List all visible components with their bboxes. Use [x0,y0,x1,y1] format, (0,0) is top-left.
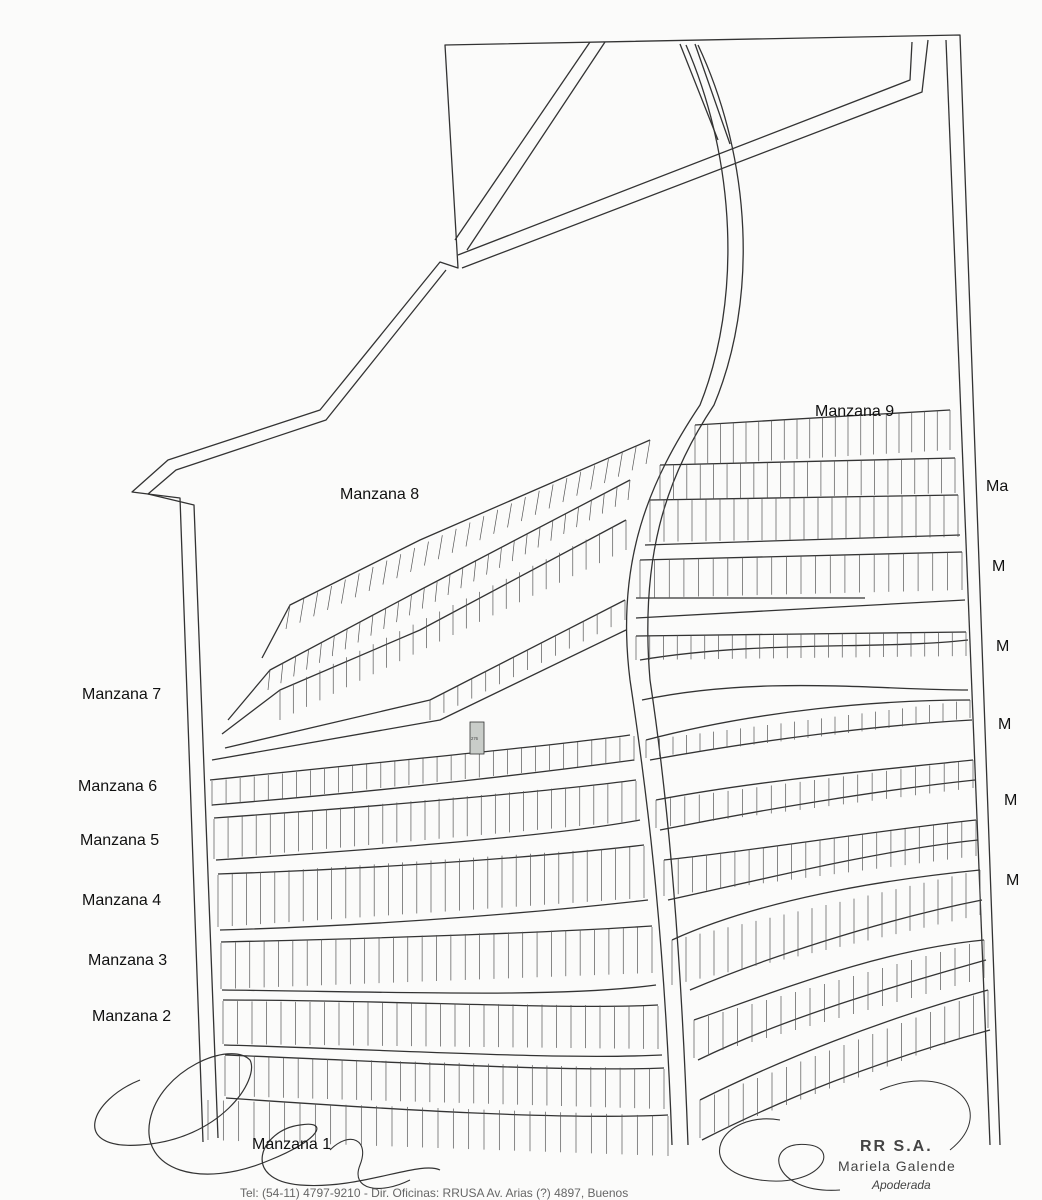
lot-line [548,484,554,509]
right-label-3: M [998,716,1012,733]
stamp-company: RR S.A. [860,1138,933,1155]
lot-line [285,604,291,630]
label-manzana-9: Manzana 9 [815,403,895,420]
right-boundary-inner [945,39,991,1146]
lot-line [434,581,438,602]
lot-line [409,595,412,616]
label-manzana-2: Manzana 2 [92,1008,172,1025]
lot-line [267,669,271,691]
lot-line [499,547,502,568]
lot-line [299,598,305,623]
right-label-4: M [1004,792,1018,809]
lot-line [604,458,609,484]
lot-line [421,588,425,609]
lot-line [383,608,387,629]
lot-line [645,439,651,465]
lot-line [344,629,348,650]
lot-line [306,649,309,670]
central-road-west [625,44,729,1146]
lot-line [327,585,332,611]
lot-line [562,478,568,503]
lot-line [396,554,402,579]
lot-line [357,622,361,643]
lot-line [550,520,554,541]
lot-line [341,579,346,604]
property-boundary [131,34,1001,1146]
lot-line [563,513,567,534]
lot-line [473,561,477,582]
lot-line [437,535,443,560]
inner-boundary [147,269,447,1139]
north-road-2 [461,39,929,269]
highlighted-lot [469,721,485,755]
footer-text: Tel: (54-11) 4797-9210 - Dir. Oficinas: … [240,1186,629,1200]
label-manzana-7: Manzana 7 [82,686,162,703]
label-manzana-3: Manzana 3 [88,952,168,969]
signature-right [718,1118,841,1191]
signature-loop [879,1080,971,1151]
lot-line [511,541,515,562]
lot-line [521,497,526,522]
lot-line [534,490,540,515]
label-manzana-8: Manzana 8 [340,486,420,503]
signature-left-2 [329,1138,411,1189]
north-road-3 [454,41,591,241]
right-label-0: Ma [986,478,1009,495]
lot-line [460,568,464,589]
right-label-1: M [992,558,1006,575]
stamp-role: Apoderada [872,1178,931,1192]
lot-line [617,452,623,477]
right-label-5: M [1006,872,1020,889]
lot-line [537,527,541,548]
central-road-east [647,44,744,1146]
lot-line [382,560,388,585]
lot-line [576,507,579,528]
label-manzana-6: Manzana 6 [78,778,158,795]
highlighted-lot-number: 276 [471,736,479,741]
lot-line [576,471,582,496]
lot-line [396,602,399,623]
lot-line [601,493,605,514]
stamp-name: Mariela Galende [838,1158,956,1174]
lot-line [524,534,528,555]
lot-line [424,541,429,566]
lot-line [368,566,374,591]
lot-line [486,554,489,575]
lot-line [331,636,335,657]
north-road-1 [457,41,913,256]
north-road-6 [694,43,731,145]
lot-line [589,500,592,521]
lot-line [319,642,322,663]
north-road-4 [466,41,606,251]
lot-line [590,465,595,490]
lot-line [493,509,499,534]
lot-line [280,663,284,684]
label-manzana-5: Manzana 5 [80,832,160,849]
lot-line [627,479,631,501]
lot-line [410,547,415,572]
lot-line [465,522,471,547]
east-block-strips [635,409,991,1141]
lot-line [293,656,297,677]
north-road-5 [679,43,719,141]
lot-line [614,486,618,507]
lot-line [313,592,319,617]
lot-line [631,446,637,471]
lot-line [370,615,374,636]
lot-line [354,573,360,598]
lot-line [479,516,485,541]
lot-line [447,574,451,596]
west-block-strips [209,734,669,1117]
label-manzana-4: Manzana 4 [82,892,162,909]
signature-left [94,1053,441,1187]
lot-line [507,503,512,528]
lot-line [451,528,457,553]
label-manzana-1: Manzana 1 [252,1136,332,1153]
lot-divisions [207,410,989,1156]
right-label-2: M [996,638,1010,655]
